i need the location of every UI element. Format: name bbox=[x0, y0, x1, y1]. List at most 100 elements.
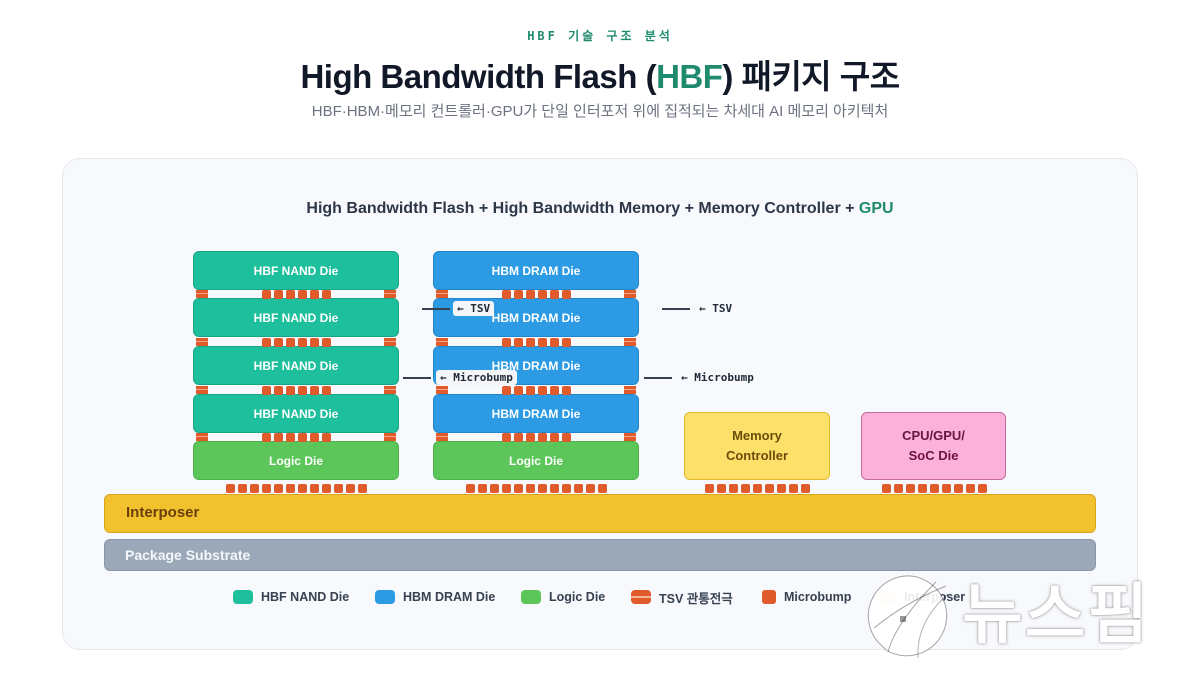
microbump bbox=[250, 484, 259, 493]
microbump bbox=[310, 386, 319, 395]
microbump bbox=[286, 386, 295, 395]
hbf-nand-die-4: HBF NAND Die bbox=[193, 394, 399, 433]
legend-label: HBF NAND Die bbox=[261, 590, 350, 604]
hbm-dram-die-2: HBM DRAM Die bbox=[433, 298, 639, 337]
hbm-dram-die-1: HBM DRAM Die bbox=[433, 251, 639, 290]
tsv-leader-line-inner bbox=[422, 308, 450, 310]
legend-label: HBM DRAM Die bbox=[403, 590, 496, 604]
legend-swatch-tsv bbox=[631, 590, 651, 604]
soc-line2: SoC Die bbox=[908, 448, 959, 463]
microbump bbox=[550, 484, 559, 493]
microbump bbox=[322, 290, 331, 299]
legend-item-logic: Logic Die bbox=[521, 589, 605, 605]
tsv-edge bbox=[436, 290, 448, 298]
hbm-dram-die-3: HBM DRAM Die bbox=[433, 346, 639, 385]
tsv-edge bbox=[624, 433, 636, 441]
eyebrow-label: HBF 기술 구조 분석 bbox=[527, 29, 673, 43]
microbump bbox=[562, 484, 571, 493]
soc-die: CPU/GPU/SoC Die bbox=[861, 412, 1006, 480]
microbump bbox=[502, 290, 511, 299]
microbump bbox=[801, 484, 810, 493]
microbump bbox=[514, 484, 523, 493]
microbump bbox=[765, 484, 774, 493]
legend-label: Logic Die bbox=[549, 590, 606, 604]
diagram-title: High Bandwidth Flash + High Bandwidth Me… bbox=[0, 200, 1200, 218]
legend-item-hbf-nand: HBF NAND Die bbox=[233, 589, 349, 605]
tsv-edge bbox=[624, 290, 636, 298]
microbump bbox=[238, 484, 247, 493]
hbm-logic-die: Logic Die bbox=[433, 441, 639, 480]
legend-item-tsv: TSV 관통전극 bbox=[631, 589, 733, 606]
microbump bbox=[322, 386, 331, 395]
microbump bbox=[753, 484, 762, 493]
interposer-layer: Interposer bbox=[104, 494, 1096, 533]
microbump bbox=[894, 484, 903, 493]
microbump bbox=[226, 484, 235, 493]
diagram-title-prefix: High Bandwidth Flash + High Bandwidth Me… bbox=[306, 200, 859, 217]
microbump bbox=[526, 433, 535, 442]
legend-label: TSV 관통전극 bbox=[659, 591, 733, 606]
microbump bbox=[502, 484, 511, 493]
microbump bbox=[262, 386, 271, 395]
microbump bbox=[930, 484, 939, 493]
tsv-callout-inner: ← TSV bbox=[453, 301, 495, 316]
microbump bbox=[514, 433, 523, 442]
microbump bbox=[882, 484, 891, 493]
legend-label: Interposer bbox=[904, 590, 966, 604]
microbump bbox=[286, 484, 295, 493]
microbump bbox=[502, 338, 511, 347]
microbump bbox=[514, 338, 523, 347]
microbump bbox=[286, 290, 295, 299]
microbump bbox=[262, 338, 271, 347]
microbump bbox=[729, 484, 738, 493]
tsv-edge bbox=[436, 433, 448, 441]
microbump bbox=[562, 386, 571, 395]
microbump-callout-outer: ← Microbump bbox=[681, 371, 754, 384]
memory-controller-line1: Memory bbox=[732, 428, 782, 443]
tsv-edge bbox=[384, 433, 396, 441]
microbump bbox=[262, 433, 271, 442]
tsv-edge bbox=[436, 386, 448, 394]
microbump bbox=[942, 484, 951, 493]
microbump bbox=[286, 433, 295, 442]
microbump bbox=[274, 484, 283, 493]
microbump bbox=[550, 433, 559, 442]
microbump bbox=[538, 386, 547, 395]
microbump bbox=[478, 484, 487, 493]
tsv-edge bbox=[196, 433, 208, 441]
microbump bbox=[358, 484, 367, 493]
microbump bbox=[526, 484, 535, 493]
microbump bbox=[310, 338, 319, 347]
microbump bbox=[538, 290, 547, 299]
hbf-nand-die-2: HBF NAND Die bbox=[193, 298, 399, 337]
legend-swatch-hbm-dram bbox=[375, 590, 395, 604]
microbump bbox=[574, 484, 583, 493]
microbump bbox=[562, 433, 571, 442]
microbump-leader-line-inner bbox=[403, 377, 431, 379]
tsv-edge bbox=[196, 290, 208, 298]
microbump bbox=[538, 338, 547, 347]
title-accent: HBF bbox=[656, 58, 723, 95]
tsv-edge bbox=[436, 338, 448, 346]
microbump bbox=[310, 484, 319, 493]
microbump bbox=[717, 484, 726, 493]
microbump bbox=[274, 386, 283, 395]
tsv-edge bbox=[384, 386, 396, 394]
legend-item-hbm-dram: HBM DRAM Die bbox=[375, 589, 495, 605]
page-subtitle: HBF·HBM·메모리 컨트롤러·GPU가 단일 인터포저 위에 집적되는 차세… bbox=[311, 103, 889, 120]
legend-label: Microbump bbox=[784, 590, 852, 604]
microbump bbox=[322, 484, 331, 493]
microbump bbox=[502, 386, 511, 395]
tsv-edge bbox=[384, 338, 396, 346]
microbump bbox=[966, 484, 975, 493]
legend-swatch-microbump bbox=[762, 590, 776, 604]
microbump bbox=[502, 433, 511, 442]
tsv-callout-outer: ← TSV bbox=[699, 302, 733, 315]
diagram-title-accent: GPU bbox=[858, 200, 894, 217]
tsv-edge bbox=[196, 386, 208, 394]
microbump bbox=[346, 484, 355, 493]
microbump bbox=[978, 484, 987, 493]
microbump bbox=[322, 338, 331, 347]
package-substrate-layer: Package Substrate bbox=[104, 539, 1096, 571]
